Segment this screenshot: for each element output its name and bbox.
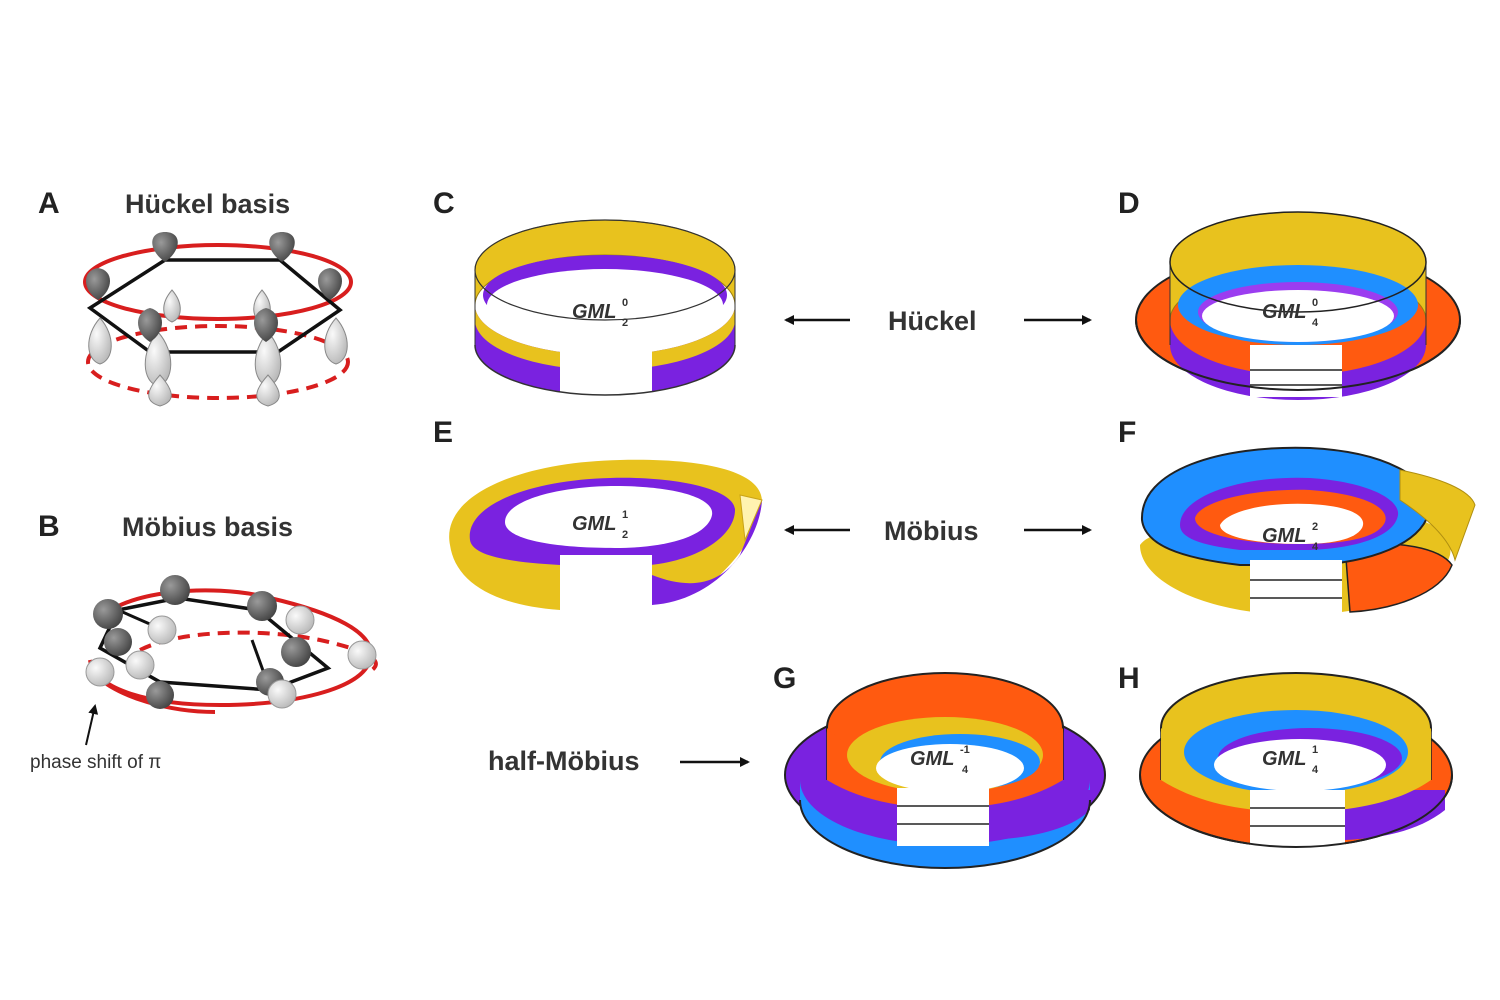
phase-shift-note: phase shift of π (30, 752, 161, 773)
half-mobius-row-label: half-Möbius (488, 746, 750, 776)
gml-sup-g: -1 (960, 744, 970, 756)
panel-letter-f: F (1118, 416, 1136, 449)
panel-letter-a: A (38, 187, 60, 220)
gml-sup-c: 0 (622, 297, 628, 309)
panel-e: E GML 1 2 (433, 416, 763, 613)
panel-letter-c: C (433, 187, 455, 220)
panel-f: F GML 2 4 (1118, 416, 1476, 615)
gml-label-c: GML (572, 301, 616, 323)
panel-c: C GML 0 2 (433, 187, 736, 397)
gml-label-g: GML (910, 748, 954, 770)
dark-lobes (86, 232, 342, 342)
gml-sup-e: 1 (622, 509, 628, 521)
ring-g (784, 672, 1106, 869)
mobius-row-label: Möbius (784, 516, 1092, 546)
panel-letter-b: B (38, 510, 60, 543)
gml-label-e: GML (572, 513, 616, 535)
gml-sub-f: 4 (1312, 541, 1319, 553)
ring-d (1135, 211, 1461, 400)
gml-sub-e: 2 (622, 529, 628, 541)
panel-d: D GML 0 4 (1118, 187, 1461, 400)
gml-sub-d: 4 (1312, 317, 1319, 329)
ring-f (1140, 446, 1476, 615)
light-lobes (88, 289, 348, 407)
huckel-row-label: Hückel (784, 306, 1092, 336)
panel-title-mobius-basis: Möbius basis (122, 512, 293, 542)
panel-letter-d: D (1118, 187, 1140, 220)
label-mobius: Möbius (884, 516, 979, 546)
panel-b: B Möbius basis phase shift of π (30, 510, 378, 773)
gml-label-h: GML (1262, 748, 1306, 770)
gml-sub-c: 2 (622, 317, 628, 329)
gml-sub-h: 4 (1312, 764, 1319, 776)
gml-sup-f: 2 (1312, 521, 1318, 533)
panel-h: H GML 1 4 (1118, 662, 1453, 848)
panel-letter-e: E (433, 416, 453, 449)
gml-sup-d: 0 (1312, 297, 1318, 309)
panel-title-huckel-basis: Hückel basis (125, 189, 290, 219)
ring-h (1139, 672, 1453, 848)
ring-c (474, 219, 736, 397)
huckel-basis-orbitals (83, 232, 353, 407)
gml-label-f: GML (1262, 525, 1306, 547)
panel-g: G GML -1 4 (773, 662, 1106, 869)
phase-shift-arrow (85, 704, 99, 746)
label-half-mobius: half-Möbius (488, 746, 639, 776)
gml-sup-h: 1 (1312, 744, 1318, 756)
ring-e (449, 459, 763, 613)
panel-a: A Hückel basis (38, 187, 353, 407)
panel-letter-g: G (773, 662, 796, 695)
gml-label-d: GML (1262, 301, 1306, 323)
label-huckel: Hückel (888, 306, 977, 336)
panel-letter-h: H (1118, 662, 1140, 695)
gml-sub-g: 4 (962, 764, 969, 776)
mobius-basis-orbitals (85, 575, 378, 714)
